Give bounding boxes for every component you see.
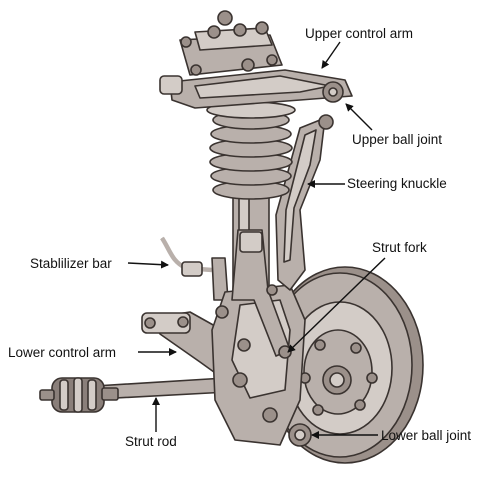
label-strut-rod: Strut rod [125, 397, 177, 449]
label-lower-control-arm: Lower control arm [8, 345, 177, 360]
label-lower-ball-joint: Lower ball joint [311, 428, 471, 443]
strut-rod [39, 377, 229, 413]
upper-ball-joint-label: Upper ball joint [352, 132, 442, 147]
coil-spring [206, 94, 296, 200]
label-stabilizer-bar: Stablilizer bar [30, 256, 169, 271]
lower-ball-joint-label: Lower ball joint [381, 428, 471, 443]
lower-control-arm-label: Lower control arm [8, 345, 116, 360]
strut-fork-label: Strut fork [372, 240, 427, 255]
label-upper-control-arm: Upper control arm [305, 26, 413, 69]
stabilizer-bar-label: Stablilizer bar [30, 256, 112, 271]
upper-control-arm [159, 69, 353, 109]
stabilizer-bar [160, 236, 229, 301]
label-upper-ball-joint: Upper ball joint [345, 103, 442, 147]
strut [231, 187, 292, 359]
upper-mount [179, 10, 283, 76]
upper-ball-joint [318, 81, 344, 130]
strut-rod-label: Strut rod [125, 434, 177, 449]
label-steering-knuckle: Steering knuckle [307, 176, 447, 191]
lower-ball-joint [288, 423, 312, 447]
label-strut-fork: Strut fork [287, 240, 427, 353]
steering-knuckle [275, 117, 326, 291]
upper-control-arm-label: Upper control arm [305, 26, 413, 41]
steering-knuckle-label: Steering knuckle [347, 176, 447, 191]
